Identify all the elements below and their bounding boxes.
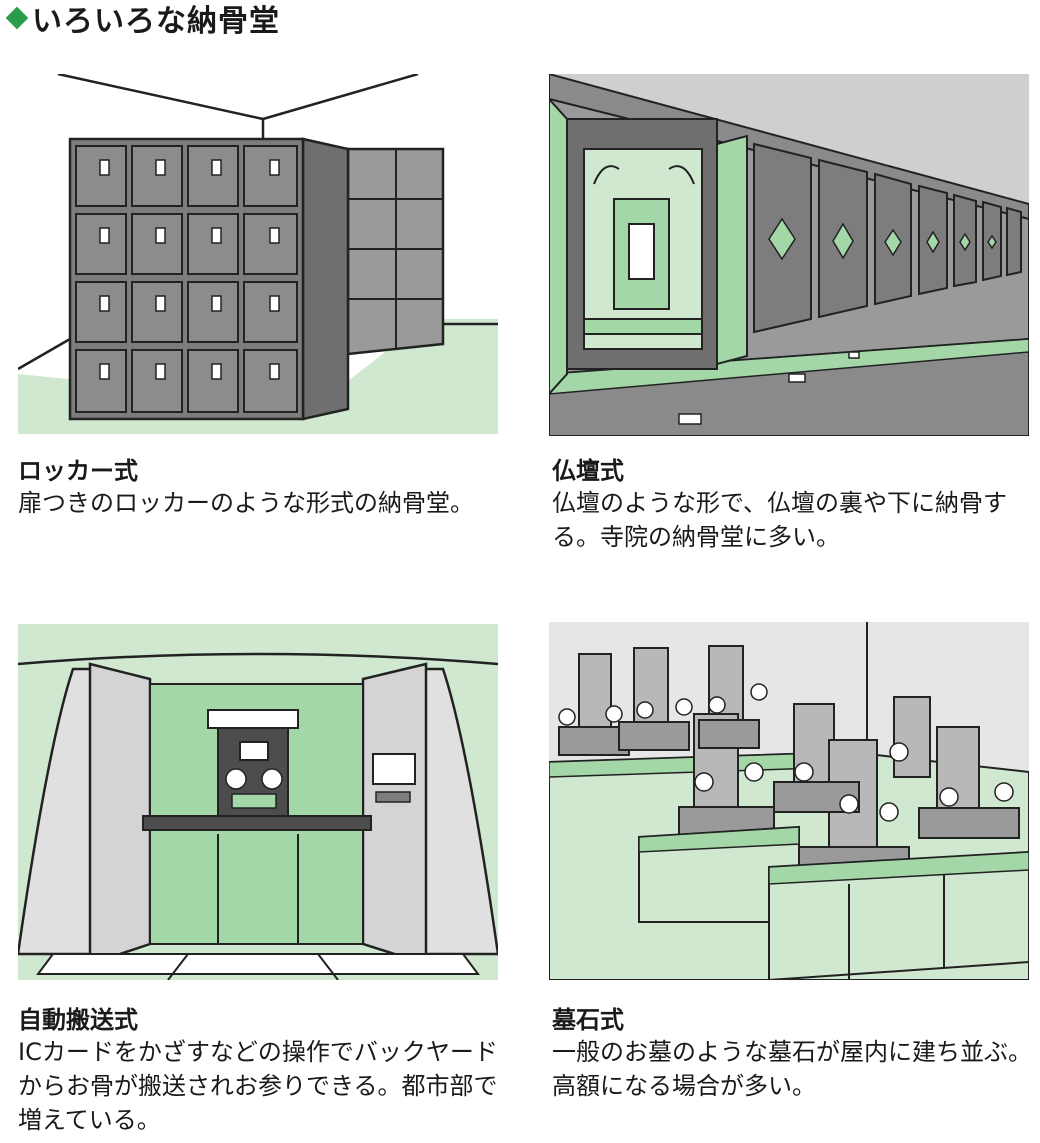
locker-style-illustration xyxy=(18,74,498,434)
locker-style-title: ロッカー式 xyxy=(18,457,138,485)
automated-transport-style-illustration xyxy=(18,624,498,980)
butsudan-style-illustration xyxy=(549,74,1029,436)
butsudan-style-description: 仏壇のような形で、仏壇の裏や下に納骨する。寺院の納骨堂に多い。 xyxy=(552,489,1008,551)
page-title-text: いろいろな納骨堂 xyxy=(32,4,280,39)
locker-style-description: 扉つきのロッカーのような形式の納骨堂。 xyxy=(18,489,474,517)
butsudan-style-title: 仏壇式 xyxy=(552,457,624,485)
gravestone-style-illustration xyxy=(549,622,1029,980)
page-title: いろいろな納骨堂 xyxy=(6,0,280,39)
gravestone-style-title: 墓石式 xyxy=(552,1006,624,1034)
gravestone-style-description: 一般のお墓のような墓石が屋内に建ち並ぶ。高額になる場合が多い。 xyxy=(552,1038,1032,1100)
automated-transport-style-title: 自動搬送式 xyxy=(18,1006,138,1034)
automated-transport-style-description: ICカードをかざすなどの操作でバックヤードからお骨が搬送されお参りできる。都市部… xyxy=(18,1038,498,1134)
green-diamond-icon xyxy=(6,7,28,29)
